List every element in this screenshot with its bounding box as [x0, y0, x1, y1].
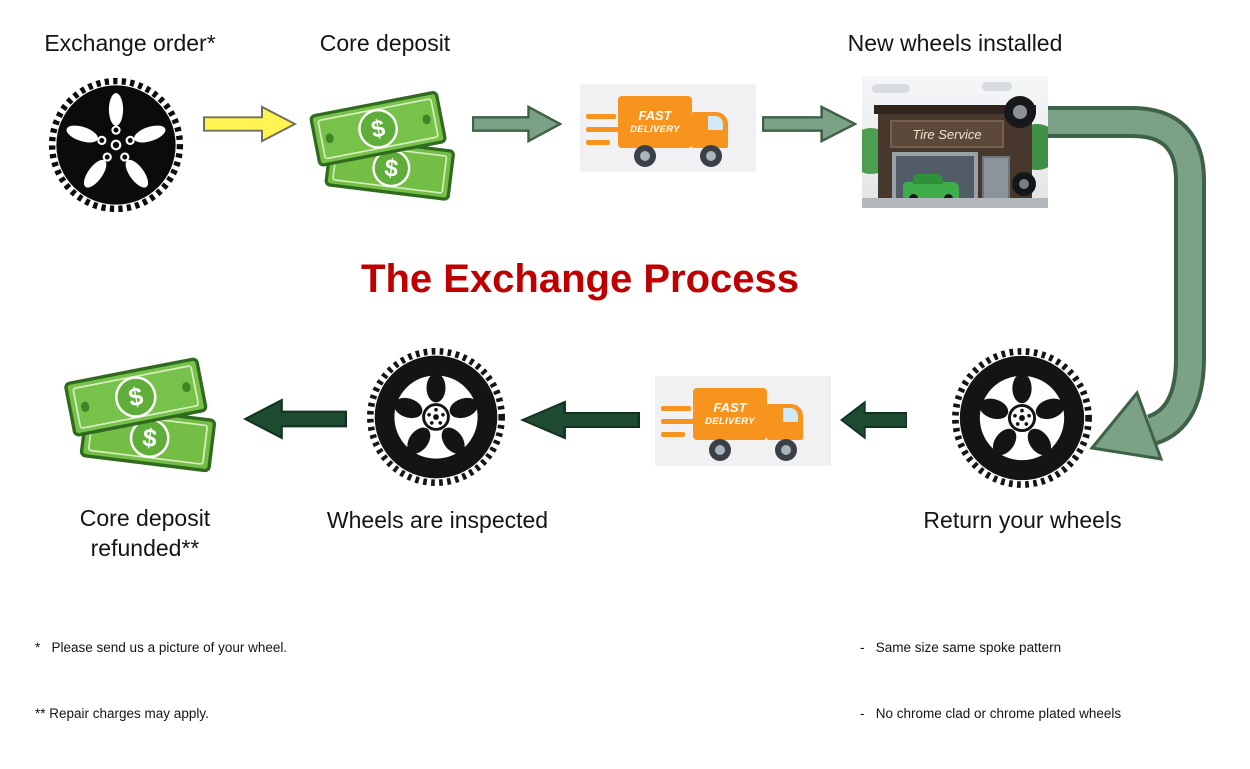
delivery-truck-image: FAST DELIVERY	[655, 376, 831, 466]
truck-wheel	[634, 145, 656, 167]
step-label-core-deposit-refunded: Core deposit refunded**	[40, 503, 250, 563]
return-wheel-icon	[948, 344, 1096, 492]
speed-line	[586, 140, 610, 145]
truck-window	[708, 116, 723, 130]
step-label-return-your-wheels: Return your wheels	[923, 507, 1122, 533]
truck-wheel	[775, 439, 797, 461]
refunded-line-2: refunded**	[90, 535, 200, 561]
green-car	[903, 174, 959, 203]
step-label-wheels-inspected: Wheels are inspected	[326, 507, 549, 533]
truck-text-fast: FAST	[638, 108, 672, 123]
cloud	[872, 84, 910, 93]
step-label-core-deposit: Core deposit	[319, 30, 451, 56]
spare-tire-icon	[1012, 172, 1036, 196]
money-icon: $ $	[309, 91, 455, 201]
black-wheel-icon	[45, 74, 187, 216]
dollar-sign: $	[369, 115, 388, 144]
truck-cab	[767, 404, 803, 440]
arrow-right-green-icon	[762, 105, 857, 143]
money-icon: $ $	[64, 357, 217, 473]
shop-sign: Tire Service	[890, 120, 1004, 148]
arrow-right-green-icon	[472, 105, 562, 143]
delivery-truck-image: FAST DELIVERY	[580, 84, 756, 172]
speed-line	[586, 127, 624, 132]
step-label-exchange-order: Exchange order*	[44, 30, 216, 56]
truck-wheel	[709, 439, 731, 461]
dollar-sign: $	[126, 382, 145, 412]
footnote-line: ** Repair charges may apply.	[35, 706, 209, 721]
footnote-line: - Same size same spoke pattern	[860, 640, 1062, 655]
shop-roof	[874, 105, 1036, 114]
page-title: The Exchange Process	[361, 257, 799, 301]
footnotes-right: - Same size same spoke pattern - No chro…	[860, 593, 1121, 769]
truck-window	[783, 408, 798, 422]
cloud	[982, 82, 1012, 91]
tire-service-shop-image: Tire Service	[862, 76, 1048, 208]
footnote-line: * Please send us a picture of your wheel…	[35, 640, 288, 655]
speed-line	[661, 406, 691, 411]
shop-sign-text: Tire Service	[912, 126, 982, 142]
refunded-line-1: Core deposit	[79, 505, 211, 531]
sign-tire-icon	[1004, 96, 1036, 128]
arrow-left-dark-green-icon	[840, 400, 907, 440]
exchange-process-diagram: Exchange order* Core deposit New wheels …	[35, 30, 1206, 721]
truck-cargo-box: FAST DELIVERY	[693, 388, 767, 440]
step-label-new-wheels-installed: New wheels installed	[847, 30, 1063, 56]
shop-door	[982, 156, 1010, 202]
speed-line	[661, 419, 699, 424]
truck-text-delivery: DELIVERY	[630, 124, 680, 135]
dollar-sign: $	[141, 424, 158, 454]
truck-text-fast: FAST	[713, 400, 747, 415]
footnotes-left: * Please send us a picture of your wheel…	[35, 593, 287, 769]
curved-connector-arrow-icon	[1048, 106, 1206, 461]
truck-wheel	[700, 145, 722, 167]
truck-text-delivery: DELIVERY	[705, 416, 755, 427]
arrow-left-dark-green-icon	[243, 398, 347, 440]
arrow-right-yellow-icon	[203, 105, 297, 143]
inspected-wheel-icon	[363, 344, 509, 490]
green-car-cabin	[913, 174, 943, 184]
dollar-sign: $	[383, 154, 400, 183]
truck-cargo-box: FAST DELIVERY	[618, 96, 692, 148]
footnote-line: - No chrome clad or chrome plated wheels	[860, 706, 1122, 721]
ground	[862, 198, 1048, 208]
truck-cab	[692, 112, 728, 148]
arrow-left-dark-green-icon	[520, 400, 640, 440]
speed-line	[586, 114, 616, 119]
speed-line	[661, 432, 685, 437]
